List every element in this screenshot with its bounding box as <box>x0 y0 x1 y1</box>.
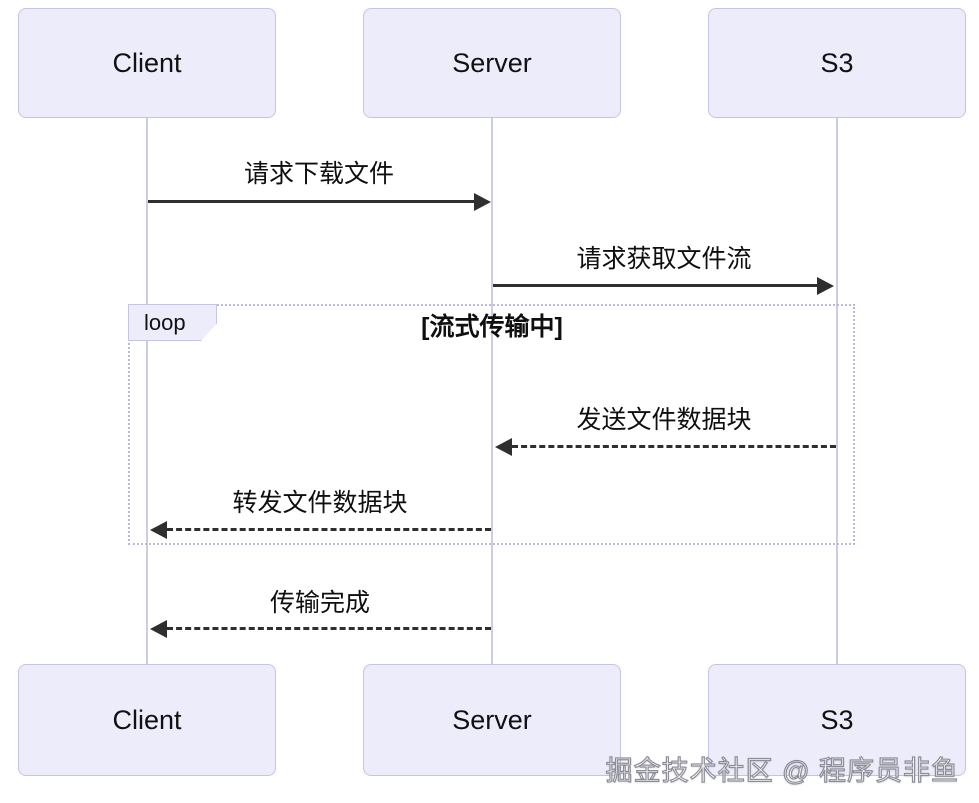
message-label-request-download: 请求下载文件 <box>243 160 395 188</box>
actor-s3-bottom: S3 <box>708 664 966 776</box>
actor-client-top-label: Client <box>112 47 182 78</box>
actor-s3-top: S3 <box>708 8 966 118</box>
message-line-request-download <box>148 200 474 203</box>
loop-condition-label: [流式传输中] <box>421 313 563 341</box>
watermark-text: 掘金技术社区 @ 程序员非鱼 <box>605 755 959 786</box>
loop-frame <box>128 304 855 545</box>
arrowhead-left-icon <box>150 521 167 539</box>
arrowhead-left-icon <box>495 438 512 456</box>
actor-server-top-label: Server <box>452 47 532 78</box>
actor-client-bottom-label: Client <box>112 704 182 735</box>
message-line-transfer-complete <box>167 627 491 630</box>
actor-client-bottom: Client <box>18 664 276 776</box>
message-label-transfer-complete: 传输完成 <box>269 589 371 617</box>
actor-server-top: Server <box>363 8 621 118</box>
lifeline-s3 <box>836 118 838 664</box>
actor-s3-bottom-label: S3 <box>820 704 854 735</box>
arrowhead-left-icon <box>150 620 167 638</box>
message-label-request-stream: 请求获取文件流 <box>576 245 752 273</box>
actor-server-bottom: Server <box>363 664 621 776</box>
message-label-send-chunk: 发送文件数据块 <box>576 406 752 434</box>
arrowhead-right-icon <box>474 193 491 211</box>
loop-tab: loop <box>128 304 217 341</box>
arrowhead-right-icon <box>817 277 834 295</box>
message-line-request-stream <box>493 284 817 287</box>
lifeline-client <box>146 118 148 664</box>
actor-s3-top-label: S3 <box>820 47 854 78</box>
message-line-send-chunk <box>512 445 836 448</box>
lifeline-server <box>491 118 493 664</box>
loop-tab-label: loop <box>144 309 186 335</box>
message-line-forward-chunk <box>167 528 491 531</box>
message-label-forward-chunk: 转发文件数据块 <box>232 489 408 517</box>
actor-server-bottom-label: Server <box>452 704 532 735</box>
actor-client-top: Client <box>18 8 276 118</box>
